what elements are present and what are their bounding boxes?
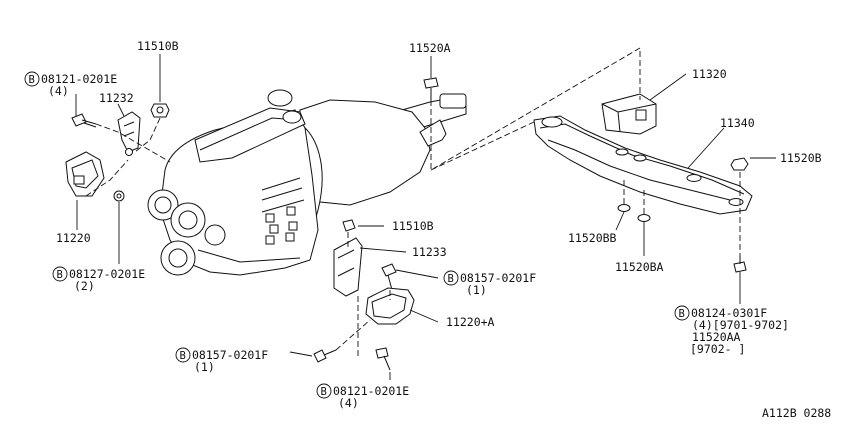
label-11340: 11340 bbox=[720, 116, 755, 130]
label-08121-upper: 08121-0201E bbox=[41, 72, 117, 86]
bolt-prefix-markers bbox=[24, 71, 690, 399]
label-08121-upper-qty: (4) bbox=[48, 84, 69, 98]
label-11220a: 11220+A bbox=[446, 315, 495, 329]
label-9702: [9702- ] bbox=[690, 342, 745, 356]
label-08157-upper: 08157-0201F bbox=[460, 271, 536, 285]
label-08127-qty: (2) bbox=[74, 279, 95, 293]
label-11520a: 11520A bbox=[409, 41, 451, 55]
label-08157-lower-qty: (1) bbox=[194, 360, 215, 374]
bolt-prefix: B bbox=[321, 386, 327, 398]
label-11233: 11233 bbox=[412, 245, 447, 259]
rear-mount-assembly bbox=[313, 219, 415, 371]
bolt-11520a bbox=[423, 77, 439, 100]
label-08124: 08124-0301F bbox=[691, 306, 767, 320]
label-08157-lower: 08157-0201F bbox=[192, 348, 268, 362]
label-11520ba: 11520BA bbox=[615, 260, 664, 274]
label-11520b: 11520B bbox=[780, 151, 822, 165]
bolt-prefix: B bbox=[29, 74, 35, 86]
bolt-prefix: B bbox=[180, 350, 186, 362]
label-08127: 08127-0201E bbox=[69, 267, 145, 281]
engine-transmission-assembly bbox=[147, 89, 467, 276]
label-08121-lower: 08121-0201E bbox=[333, 384, 409, 398]
part-labels: 11510B 11520A 08121-0201E (4) 11232 1122… bbox=[41, 39, 831, 420]
label-11520bb: 11520BB bbox=[568, 231, 617, 245]
label-08124-qty: (4)[9701-9702] bbox=[692, 318, 789, 332]
bolt-prefix: B bbox=[57, 269, 63, 281]
label-11520aa: 11520AA bbox=[692, 330, 741, 344]
label-11510b-mid: 11510B bbox=[392, 219, 434, 233]
drawing-code: A112B 0288 bbox=[762, 406, 831, 420]
front-mount-assembly bbox=[65, 103, 170, 202]
label-11510b-top: 11510B bbox=[137, 39, 179, 53]
bolt-prefix: B bbox=[448, 273, 454, 285]
leader-lines bbox=[75, 54, 776, 380]
label-08121-lower-qty: (4) bbox=[338, 396, 359, 410]
bolt-prefix-letters: B B B B B B bbox=[29, 74, 685, 398]
bolt-prefix: B bbox=[679, 308, 685, 320]
label-08157-upper-qty: (1) bbox=[466, 283, 487, 297]
assembly-guide-lines bbox=[85, 47, 741, 356]
label-11232: 11232 bbox=[99, 91, 134, 105]
label-11220: 11220 bbox=[56, 231, 91, 245]
crossmember-assembly bbox=[533, 93, 753, 273]
label-11320: 11320 bbox=[692, 67, 727, 81]
